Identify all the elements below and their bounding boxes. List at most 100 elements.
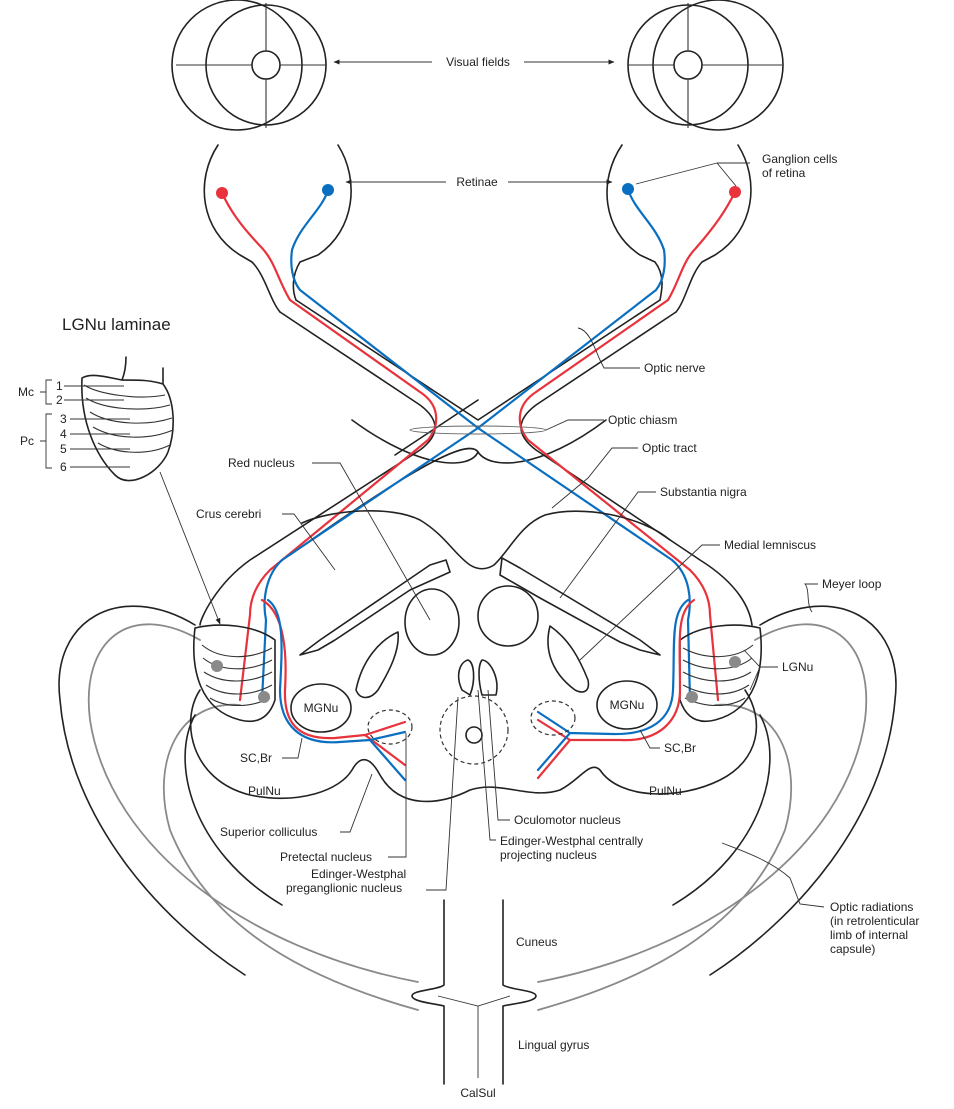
inset-lamina-5: 5	[60, 442, 67, 456]
right-lgn-cell-lower	[686, 691, 698, 703]
right-inner-boundary	[672, 714, 771, 906]
inset-lamina-1: 1	[56, 379, 63, 393]
label-optic-tract: Optic tract	[642, 441, 697, 455]
label-calsul: CalSul	[460, 1086, 495, 1100]
label-lgnu: LGNu	[782, 660, 813, 674]
right-red-to-sc	[536, 598, 696, 780]
left-red-nucleus	[404, 588, 460, 656]
left-lgn-cell-upper	[211, 660, 223, 672]
label-ew-pregang-1: Edinger-Westphal	[311, 867, 406, 881]
label-cuneus: Cuneus	[516, 935, 557, 949]
inset-group-pc: Pc	[20, 434, 34, 448]
label-optic-radiations-2: (in retrolenticular	[830, 914, 919, 928]
sc-br-left-leader	[282, 737, 303, 759]
optic-radiations-leader	[721, 842, 825, 908]
calcarine-sulcus-leader	[437, 995, 511, 1078]
lgnu-leader	[743, 649, 778, 691]
right-optic-radiation-outer	[537, 623, 868, 983]
optic-chiasm-leader	[545, 419, 604, 431]
left-lgn-cell-lower	[258, 691, 270, 703]
oculomotor-leader	[487, 689, 510, 821]
label-superior-colliculus: Superior colliculus	[220, 825, 317, 839]
label-lingual-gyrus: Lingual gyrus	[518, 1038, 589, 1052]
inset-pointer-arrow	[159, 471, 221, 625]
right-lgn-outline	[679, 624, 762, 722]
right-blue-to-sc	[536, 598, 690, 772]
left-mgnu	[290, 683, 352, 733]
red-nucleus-leader	[312, 462, 431, 621]
meyer-loop-leader	[804, 583, 818, 613]
inset-lamina-4: 4	[60, 427, 67, 441]
left-visual-field	[171, 0, 327, 131]
left-red-fiber	[220, 191, 438, 702]
inset-lamina-6: 6	[60, 460, 67, 474]
label-optic-radiations-3: limb of internal	[830, 928, 908, 942]
right-hemisphere-outer	[709, 605, 897, 976]
label-ganglion-cells-2: of retina	[762, 166, 806, 180]
label-red-nucleus: Red nucleus	[228, 456, 295, 470]
left-blue-to-sc	[266, 598, 407, 782]
inset-group-mc: Mc	[18, 385, 34, 399]
left-substantia-nigra	[299, 559, 451, 656]
right-mgnu	[596, 680, 658, 730]
ganglion-cells-leader	[635, 162, 750, 187]
right-lgn-cell-upper	[729, 656, 741, 668]
optic-pathway-outline	[199, 299, 753, 626]
left-pretectal-dashed	[367, 709, 413, 745]
left-optic-radiation-outer	[87, 623, 419, 983]
right-red-nucleus	[477, 585, 539, 647]
left-medial-lemniscus	[355, 631, 400, 699]
right-red-fiber	[518, 190, 737, 702]
label-ew-central-2: projecting nucleus	[500, 848, 597, 862]
right-oculomotor-nucleus	[478, 659, 498, 696]
optic-tract-leader	[551, 447, 638, 509]
inset-lamina-3: 3	[60, 412, 67, 426]
inset-lamina-2: 2	[56, 393, 63, 407]
occipital-left-wall	[411, 899, 445, 1085]
label-pretectal-nucleus: Pretectal nucleus	[280, 850, 372, 864]
left-lgn-outline	[193, 624, 276, 722]
substantia-nigra-leader	[559, 491, 656, 599]
label-retinae: Retinae	[456, 175, 498, 189]
right-substantia-nigra	[499, 557, 661, 656]
sc-br-right-leader	[639, 729, 660, 749]
label-pulnu-left: PulNu	[248, 784, 281, 798]
label-medial-lemniscus: Medial lemniscus	[724, 538, 816, 552]
label-optic-nerve: Optic nerve	[644, 361, 706, 375]
label-optic-radiations-4: capsule)	[830, 942, 875, 956]
occipital-right-wall	[502, 899, 537, 1085]
label-ew-central-1: Edinger-Westphal centrally	[500, 834, 643, 848]
medial-lemniscus-leader	[579, 544, 720, 661]
label-meyer-loop: Meyer loop	[822, 577, 882, 591]
thalamus-outline	[189, 689, 758, 803]
label-sc-br-right: SC,Br	[664, 741, 696, 755]
ew-central-leader	[477, 689, 496, 841]
pretectal-nucleus-leader	[388, 733, 407, 858]
left-lgn-laminae	[201, 644, 273, 706]
crus-cerebri-leader	[282, 513, 336, 571]
left-hemisphere-outer	[58, 605, 246, 976]
label-pulnu-right: PulNu	[649, 784, 682, 798]
superior-colliculus-leader	[340, 773, 373, 833]
left-eye-outline	[203, 144, 352, 313]
cerebral-aqueduct	[465, 726, 483, 744]
label-ganglion-cells-1: Ganglion cells	[762, 152, 837, 166]
lgnu-laminae-inset: LGNu laminae Mc Pc 1 2 3 4 5 6	[18, 315, 221, 625]
optic-nerve-leader	[577, 327, 640, 369]
right-blue-fiber	[260, 187, 666, 702]
left-red-to-sc	[260, 598, 407, 767]
right-eye-outline	[606, 144, 752, 313]
ew-pregang-leader	[426, 696, 459, 891]
label-ew-pregang-2: preganglionic nucleus	[286, 881, 402, 895]
label-visual-fields: Visual fields	[446, 55, 510, 69]
label-optic-chiasm: Optic chiasm	[608, 413, 677, 427]
periaqueductal-dashed-circle	[439, 695, 509, 765]
right-medial-lemniscus	[547, 625, 590, 693]
right-visual-field	[627, 0, 784, 131]
label-substantia-nigra: Substantia nigra	[660, 485, 747, 499]
inset-title: LGNu laminae	[62, 315, 171, 334]
midbrain-outline	[301, 509, 671, 570]
label-mgnu-left: MGNu	[304, 701, 339, 715]
label-oculomotor-nucleus: Oculomotor nucleus	[514, 813, 621, 827]
